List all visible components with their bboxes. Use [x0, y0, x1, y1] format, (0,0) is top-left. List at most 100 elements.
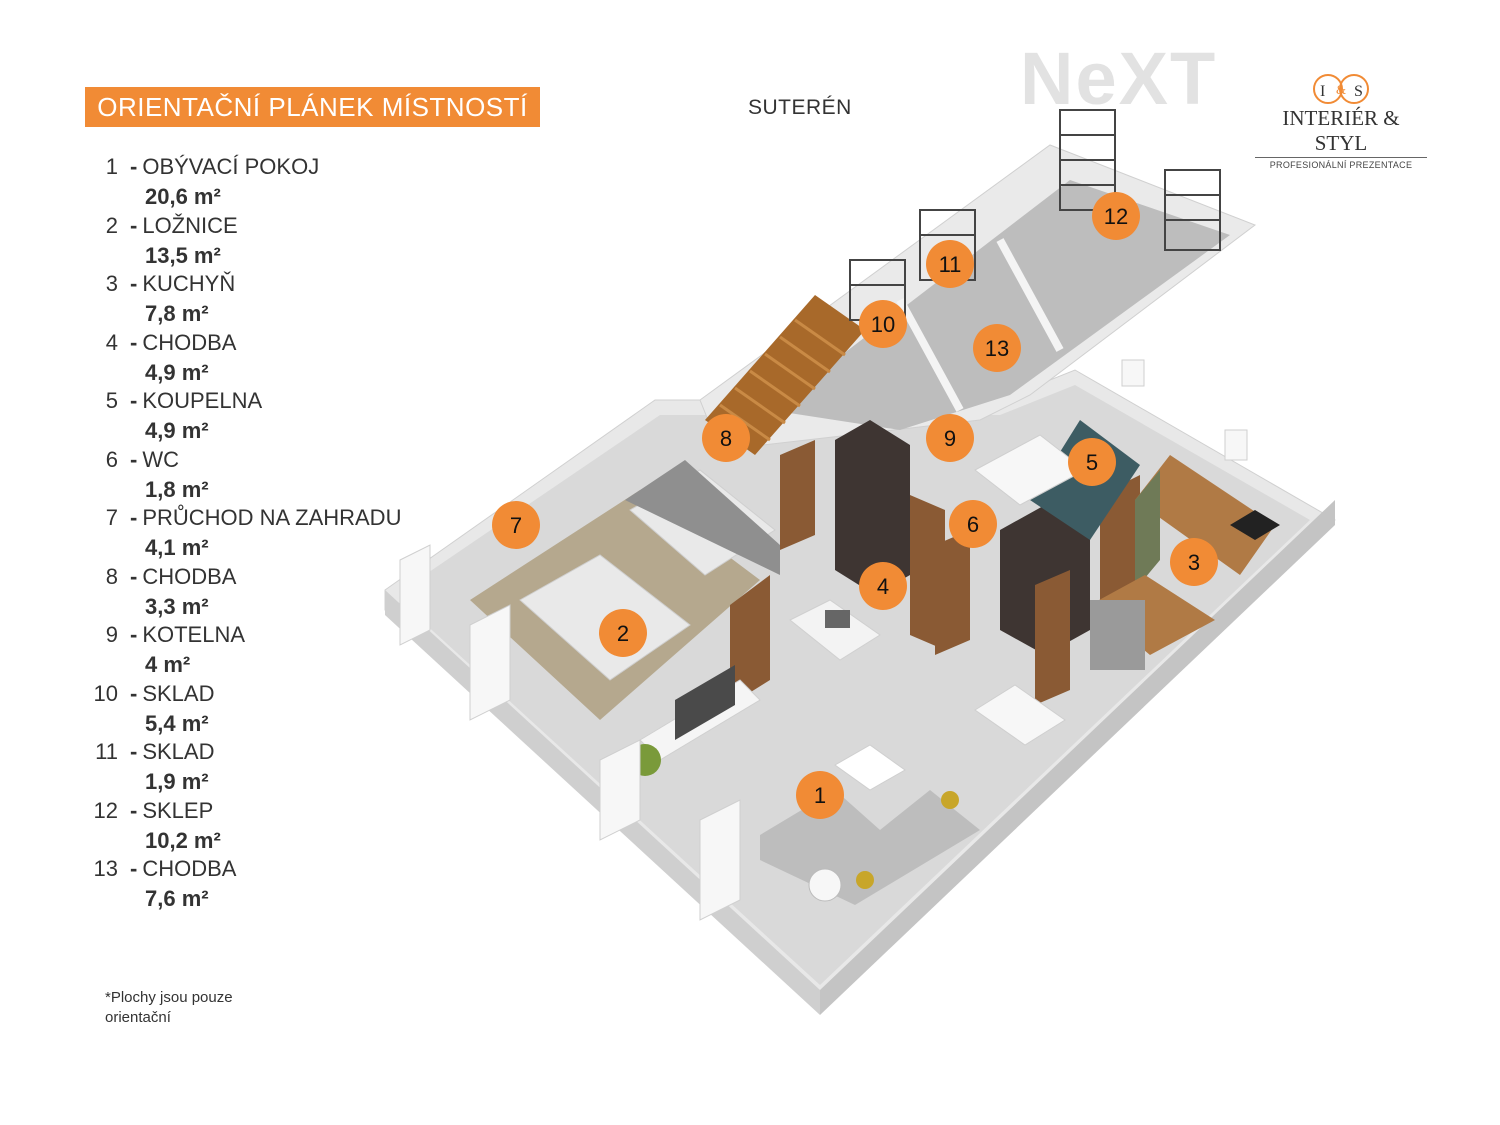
- legend-room-area: 3,3 m²: [145, 593, 209, 619]
- legend-number: 7: [105, 505, 118, 530]
- door-3: [935, 530, 970, 655]
- legend-number: 11: [95, 739, 118, 764]
- legend-room-name: SKLAD: [142, 680, 215, 706]
- legend-room-area: 4,1 m²: [145, 535, 209, 560]
- badge-8: [702, 414, 750, 462]
- badge-1: [796, 771, 844, 819]
- badge-10: [859, 300, 907, 348]
- legend-number: 9: [105, 622, 118, 647]
- legend-room-name: LOŽNICE: [142, 212, 238, 238]
- legend-room-name: KOUPELNA: [142, 388, 263, 413]
- legend-number: 1: [105, 154, 118, 179]
- room-legend: 1 -OBÝVACÍ POKOJ 20,6 m² 2 -LOŽNICE 13,5…: [88, 154, 418, 915]
- badge-2: [599, 609, 647, 657]
- coffee-table: [834, 744, 906, 791]
- badge-label: 8: [720, 426, 732, 451]
- kitchen-cabinets: [1135, 470, 1160, 590]
- logo-name: INTERIÉR & STYL: [1255, 106, 1427, 158]
- badge-9: [926, 414, 974, 462]
- badge-13: [973, 324, 1021, 372]
- legend-number: 13: [93, 856, 118, 881]
- next-logo: NeXT: [1020, 37, 1218, 120]
- legend-item: 2 -LOŽNICE 13,5 m²: [88, 213, 418, 272]
- legend-room-area: 1,8 m²: [145, 476, 209, 502]
- legend-room-name: CHODBA: [142, 856, 237, 881]
- badge-label: 5: [1086, 450, 1098, 475]
- legend-item: 11 -SKLAD 1,9 m²: [88, 739, 418, 798]
- svg-text:&: &: [1336, 82, 1346, 97]
- legend-item: 1 -OBÝVACÍ POKOJ 20,6 m²: [88, 154, 418, 213]
- partition: [996, 238, 1064, 352]
- right-wall-face: [820, 500, 1335, 1015]
- legend-room-name: SKLEP: [142, 797, 214, 823]
- legend-number: 5: [105, 388, 118, 413]
- desk: [789, 599, 881, 661]
- badge-label: 10: [871, 312, 895, 337]
- badge-label: 7: [510, 513, 522, 538]
- floor-lamp: [808, 868, 842, 902]
- floor-label: SUTERÉN: [748, 96, 852, 119]
- legend-item: 3 -KUCHYŇ 7,8 m²: [88, 271, 418, 330]
- badge-label: 1: [814, 783, 826, 808]
- badge-3: [1170, 538, 1218, 586]
- dining-table: [974, 684, 1066, 746]
- cellar-floor: [770, 180, 1230, 430]
- legend-room-area: 4,9 m²: [145, 359, 209, 385]
- badge-label: 2: [617, 621, 629, 646]
- badge-label: 9: [944, 426, 956, 451]
- legend-room-name: CHODBA: [142, 329, 237, 355]
- monitor: [825, 610, 850, 628]
- logo-mark-icon: I & S: [1306, 72, 1376, 106]
- logo-tagline: PROFESIONÁLNÍ PREZENTACE: [1269, 160, 1413, 170]
- legend-room-name: WC: [142, 446, 179, 472]
- legend-number: 2: [105, 212, 118, 238]
- badge-label: 4: [877, 574, 889, 599]
- legend-room-area: 1,9 m²: [145, 769, 209, 794]
- legend-room-name: KUCHYŇ: [142, 271, 236, 296]
- legend-number: 12: [93, 797, 118, 823]
- badge-label: 12: [1104, 204, 1128, 229]
- legend-room-name: KOTELNA: [142, 622, 246, 647]
- legend-room-area: 5,4 m²: [145, 710, 209, 736]
- interier-styl-logo: I & S INTERIÉR & STYL PROFESIONÁLNÍ PREZ…: [1255, 72, 1427, 170]
- legend-number: 4: [105, 329, 118, 355]
- badge-label: 6: [967, 512, 979, 537]
- legend-room-area: 7,6 m²: [145, 886, 209, 911]
- plan-title: ORIENTAČNÍ PLÁNEK MÍSTNOSTÍ: [85, 87, 540, 127]
- legend-room-name: CHODBA: [142, 563, 237, 589]
- tv: [675, 665, 735, 740]
- legend-room-name: SKLAD: [142, 739, 215, 764]
- legend-item: 6 -WC 1,8 m²: [88, 447, 418, 506]
- wardrobe: [835, 420, 910, 595]
- badge-label: 13: [985, 336, 1009, 361]
- room-badges: 1 2 3 4 5 6 7 8 9 10 11 12 13: [492, 192, 1218, 819]
- badge-label: 3: [1188, 550, 1200, 575]
- appliance: [1090, 600, 1145, 670]
- legend-room-area: 13,5 m²: [145, 242, 221, 268]
- legend-room-area: 10,2 m²: [145, 827, 221, 853]
- cushion-2: [856, 871, 874, 889]
- legend-number: 10: [93, 680, 118, 706]
- windows: [399, 359, 1248, 921]
- badge-4: [859, 562, 907, 610]
- legend-item: 8 -CHODBA 3,3 m²: [88, 564, 418, 623]
- legend-room-area: 4,9 m²: [145, 418, 209, 443]
- legend-room-name: PRŮCHOD NA ZAHRADU: [142, 505, 402, 530]
- door: [780, 440, 815, 550]
- legend-item: 12 -SKLEP 10,2 m²: [88, 798, 418, 857]
- legend-item: 5 -KOUPELNA 4,9 m²: [88, 388, 418, 447]
- legend-room-area: 4 m²: [145, 652, 191, 677]
- legend-room-area: 20,6 m²: [145, 184, 221, 209]
- badge-7: [492, 501, 540, 549]
- svg-text:S: S: [1354, 83, 1363, 100]
- stair-steps: [719, 318, 846, 442]
- kitchen-counter-2: [1090, 575, 1215, 655]
- kitchen-cooktop: [1230, 510, 1280, 540]
- badge-12: [1092, 192, 1140, 240]
- legend-item: 10 -SKLAD 5,4 m²: [88, 681, 418, 740]
- legend-number: 8: [105, 563, 118, 589]
- legend-item: 13 -CHODBA 7,6 m²: [88, 856, 418, 915]
- legend-item: 4 -CHODBA 4,9 m²: [88, 330, 418, 389]
- cushion: [941, 791, 959, 809]
- staircase: [705, 295, 865, 455]
